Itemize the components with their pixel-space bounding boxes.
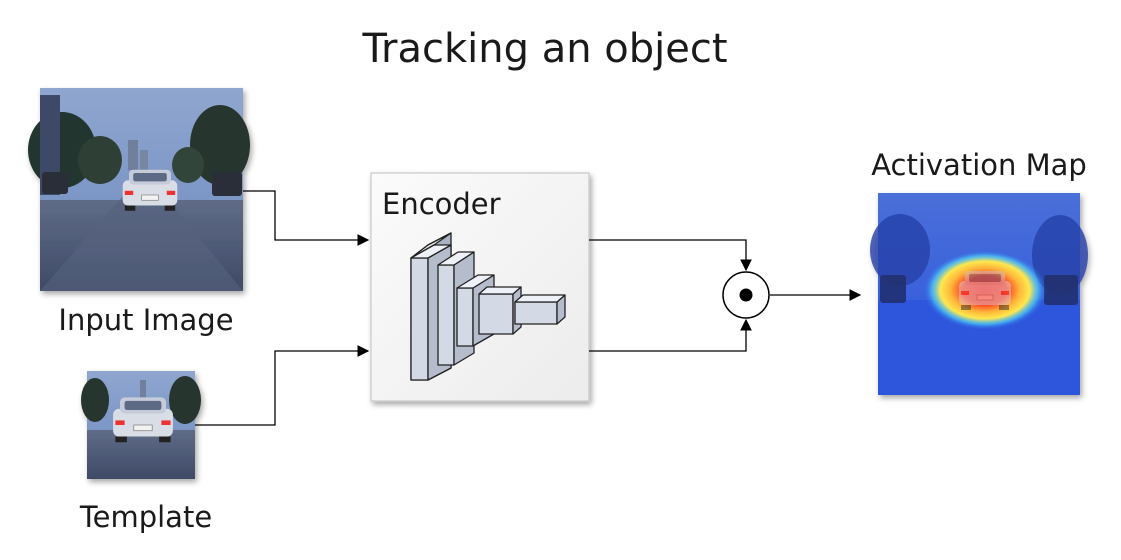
activation-map-label: Activation Map: [871, 148, 1087, 182]
arrow-template-to-encoder: [195, 345, 370, 426]
arrow-input-to-encoder: [243, 190, 370, 246]
template-photo: [81, 371, 201, 479]
connector-arrows: [195, 190, 862, 426]
input-image-photo: [28, 88, 250, 291]
diagram-title: Tracking an object: [361, 26, 727, 72]
input-image-label: Input Image: [58, 303, 233, 337]
arrow-encoder-bottom-to-operator: [589, 318, 752, 352]
encoder-label: Encoder: [382, 187, 501, 221]
encoder-layers-icon: [410, 232, 566, 381]
arrow-encoder-top-to-operator: [589, 239, 752, 272]
encoder-box: Encoder: [370, 172, 590, 402]
activation-map-photo: [870, 193, 1088, 395]
elementwise-product-icon: [722, 271, 770, 319]
template-label: Template: [79, 500, 212, 534]
